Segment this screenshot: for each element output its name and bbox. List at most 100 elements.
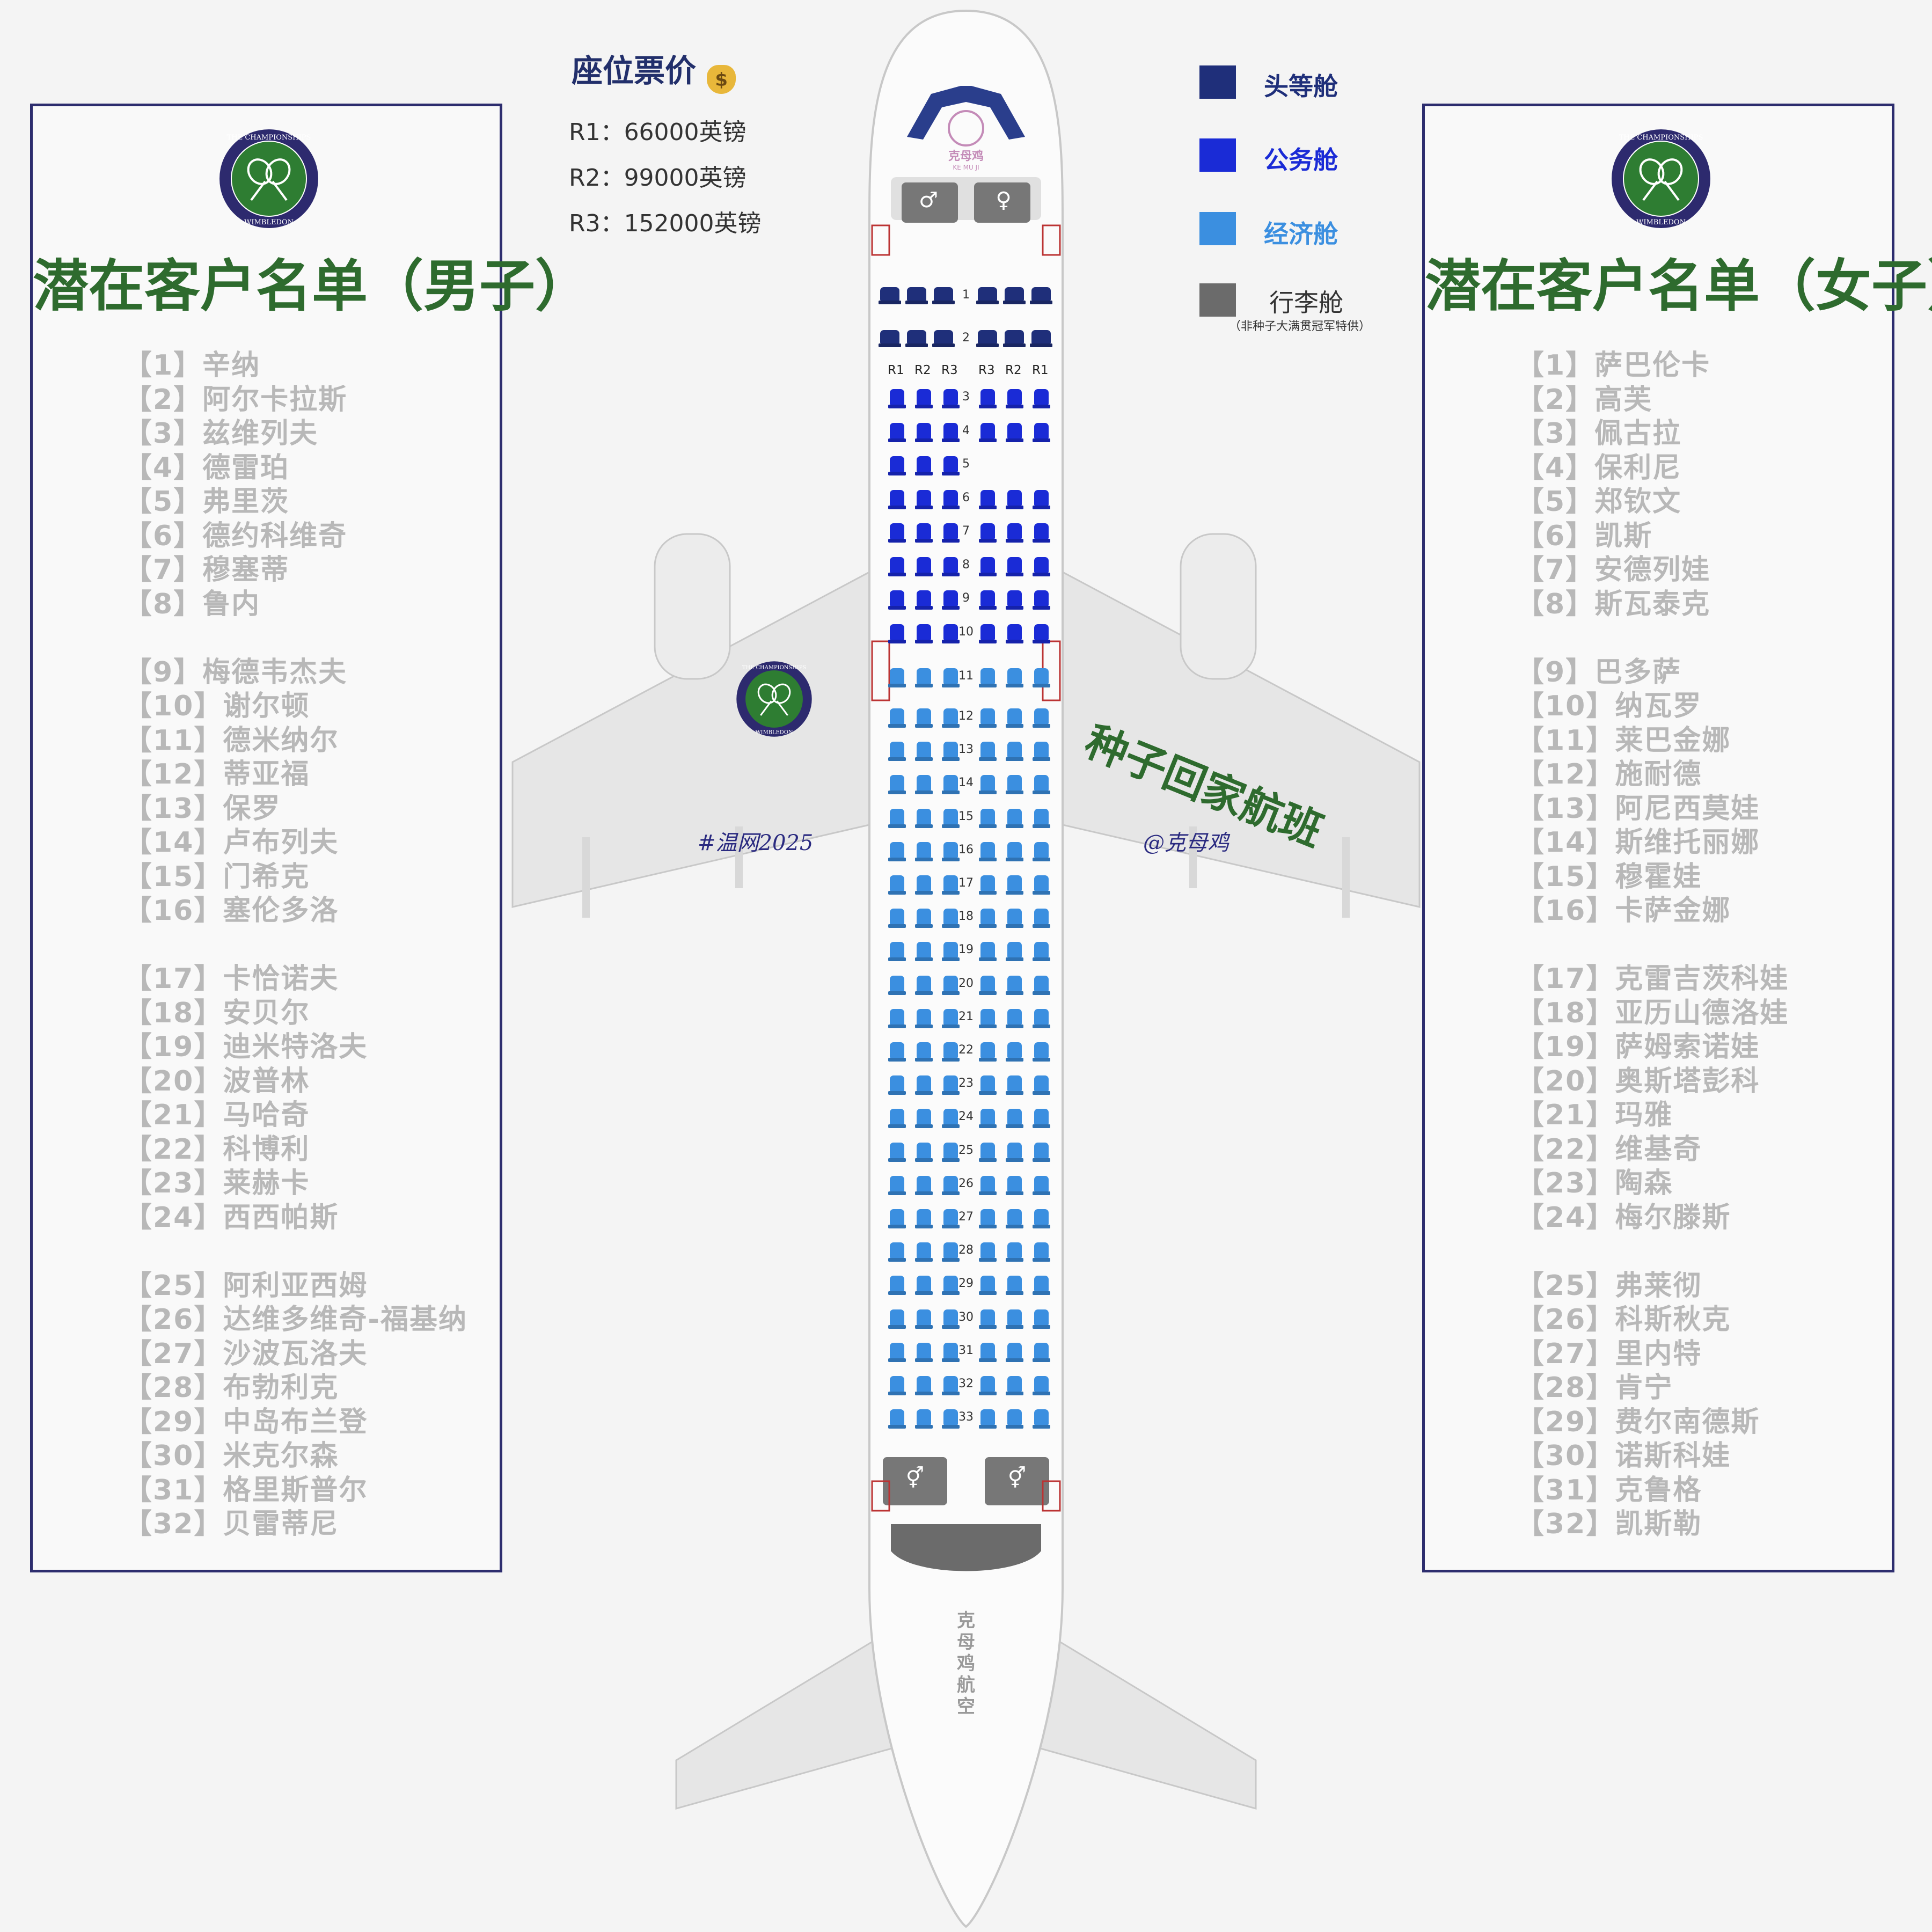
seat[interactable] xyxy=(1007,422,1022,439)
seat[interactable] xyxy=(917,1342,931,1359)
seat[interactable] xyxy=(917,1042,931,1058)
seat[interactable] xyxy=(943,975,958,992)
seat[interactable] xyxy=(943,1309,958,1326)
seat[interactable] xyxy=(1034,1376,1049,1392)
seat[interactable] xyxy=(1034,875,1049,891)
seat[interactable] xyxy=(1034,489,1049,506)
seat[interactable] xyxy=(917,775,931,792)
seat[interactable] xyxy=(917,808,931,825)
seat[interactable] xyxy=(1007,742,1022,758)
seat[interactable] xyxy=(943,1342,958,1359)
seat[interactable] xyxy=(890,1175,904,1192)
seat[interactable] xyxy=(980,1042,995,1058)
seat[interactable] xyxy=(980,523,995,539)
seat[interactable] xyxy=(1031,287,1051,301)
seat[interactable] xyxy=(1034,624,1049,640)
seat[interactable] xyxy=(1005,330,1024,344)
seat[interactable] xyxy=(917,1008,931,1025)
seat[interactable] xyxy=(980,942,995,958)
seat[interactable] xyxy=(943,668,958,684)
seat[interactable] xyxy=(943,841,958,858)
seat[interactable] xyxy=(1007,489,1022,506)
seat[interactable] xyxy=(1007,668,1022,684)
seat[interactable] xyxy=(1034,1142,1049,1159)
seat[interactable] xyxy=(917,1109,931,1125)
seat[interactable] xyxy=(917,1142,931,1159)
seat[interactable] xyxy=(943,708,958,724)
seat[interactable] xyxy=(1034,1242,1049,1259)
seat[interactable] xyxy=(1034,1175,1049,1192)
seat[interactable] xyxy=(1031,330,1051,344)
seat[interactable] xyxy=(1034,1276,1049,1292)
seat[interactable] xyxy=(890,1409,904,1426)
seat[interactable] xyxy=(980,909,995,925)
seat[interactable] xyxy=(1007,389,1022,405)
seat[interactable] xyxy=(917,1175,931,1192)
seat[interactable] xyxy=(980,1376,995,1392)
seat[interactable] xyxy=(890,909,904,925)
seat[interactable] xyxy=(890,1109,904,1125)
seat[interactable] xyxy=(1034,1109,1049,1125)
seat[interactable] xyxy=(917,590,931,606)
seat[interactable] xyxy=(890,422,904,439)
seat[interactable] xyxy=(1007,1276,1022,1292)
seat[interactable] xyxy=(980,808,995,825)
seat[interactable] xyxy=(943,1376,958,1392)
seat[interactable] xyxy=(1007,1209,1022,1225)
seat[interactable] xyxy=(980,624,995,640)
seat[interactable] xyxy=(890,590,904,606)
seat[interactable] xyxy=(917,742,931,758)
seat[interactable] xyxy=(943,1242,958,1259)
seat[interactable] xyxy=(1034,1209,1049,1225)
seat[interactable] xyxy=(1005,287,1024,301)
seat[interactable] xyxy=(917,909,931,925)
seat[interactable] xyxy=(980,1075,995,1092)
seat[interactable] xyxy=(917,1209,931,1225)
seat[interactable] xyxy=(890,875,904,891)
seat[interactable] xyxy=(1034,742,1049,758)
seat[interactable] xyxy=(917,942,931,958)
seat[interactable] xyxy=(890,942,904,958)
seat[interactable] xyxy=(1007,1042,1022,1058)
seat[interactable] xyxy=(943,942,958,958)
seat[interactable] xyxy=(980,975,995,992)
seat[interactable] xyxy=(890,456,904,472)
seat[interactable] xyxy=(943,422,958,439)
seat[interactable] xyxy=(943,1042,958,1058)
seat[interactable] xyxy=(890,775,904,792)
seat[interactable] xyxy=(943,1008,958,1025)
seat[interactable] xyxy=(943,742,958,758)
seat[interactable] xyxy=(1007,1008,1022,1025)
seat[interactable] xyxy=(1034,808,1049,825)
seat[interactable] xyxy=(1007,808,1022,825)
seat[interactable] xyxy=(1007,1242,1022,1259)
seat[interactable] xyxy=(890,1309,904,1326)
seat[interactable] xyxy=(890,624,904,640)
seat[interactable] xyxy=(943,1209,958,1225)
seat[interactable] xyxy=(943,489,958,506)
seat[interactable] xyxy=(943,557,958,573)
seat[interactable] xyxy=(890,1075,904,1092)
seat[interactable] xyxy=(1034,1042,1049,1058)
seat[interactable] xyxy=(1034,389,1049,405)
seat[interactable] xyxy=(943,523,958,539)
seat[interactable] xyxy=(1007,557,1022,573)
seat[interactable] xyxy=(890,808,904,825)
seat[interactable] xyxy=(1007,1109,1022,1125)
seat[interactable] xyxy=(1007,975,1022,992)
seat[interactable] xyxy=(943,1142,958,1159)
seat[interactable] xyxy=(890,708,904,724)
seat[interactable] xyxy=(943,909,958,925)
seat[interactable] xyxy=(1034,708,1049,724)
seat[interactable] xyxy=(980,742,995,758)
seat[interactable] xyxy=(917,1376,931,1392)
seat[interactable] xyxy=(1034,975,1049,992)
seat[interactable] xyxy=(980,1276,995,1292)
seat[interactable] xyxy=(1007,1409,1022,1426)
seat[interactable] xyxy=(980,708,995,724)
seat[interactable] xyxy=(890,523,904,539)
seat[interactable] xyxy=(980,1175,995,1192)
seat[interactable] xyxy=(917,708,931,724)
seat[interactable] xyxy=(917,389,931,405)
seat[interactable] xyxy=(890,975,904,992)
